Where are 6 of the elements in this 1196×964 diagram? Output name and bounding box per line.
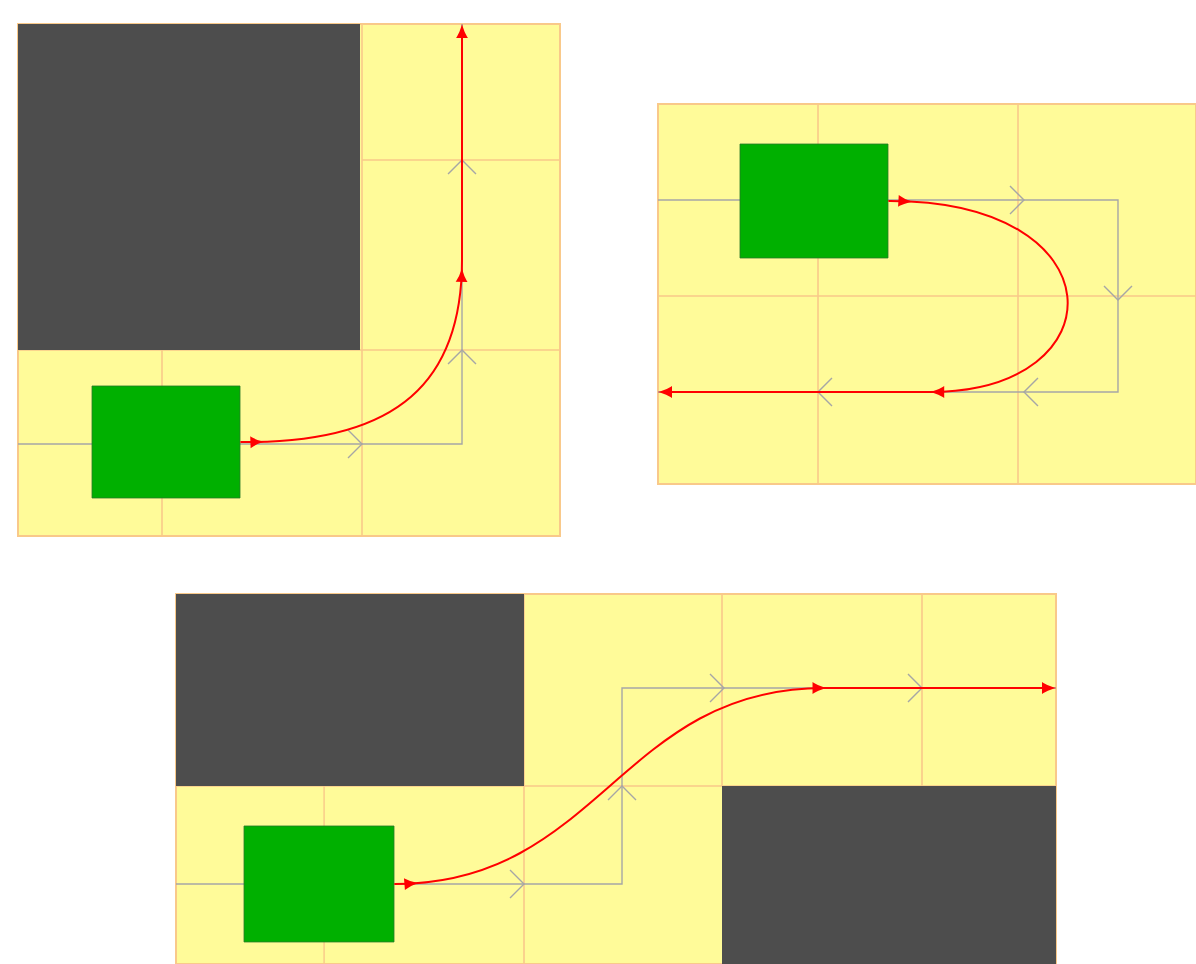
box [91,385,241,499]
arrow [393,682,1054,890]
arrow [660,195,1069,398]
box [739,143,889,259]
box [243,825,395,943]
arrow [239,26,468,448]
